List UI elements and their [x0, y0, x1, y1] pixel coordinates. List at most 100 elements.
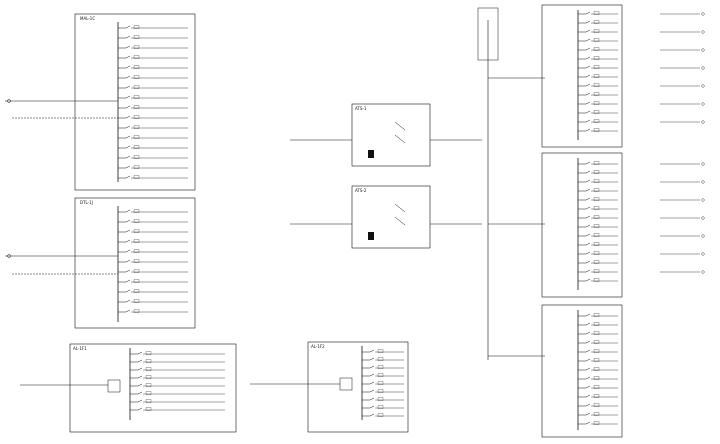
terminal-mark — [701, 30, 705, 34]
terminal-mark — [701, 162, 705, 166]
circuit-branch — [118, 105, 188, 109]
circuit-branch — [578, 260, 618, 264]
circuit-branch — [578, 412, 618, 416]
terminal-mark — [701, 180, 705, 184]
terminal-mark — [701, 120, 705, 124]
terminal-mark — [701, 216, 705, 220]
circuit-branch — [118, 175, 188, 179]
panel-bottom-mid: AL-1F2 — [250, 341, 409, 433]
circuit-branch — [130, 367, 225, 371]
circuit-branch — [578, 170, 618, 174]
circuit-branch — [362, 389, 404, 393]
outgoing-arrows — [660, 12, 705, 274]
circuit-branch — [578, 83, 618, 87]
circuit-branch — [578, 340, 618, 344]
circuit-branch — [118, 125, 188, 129]
circuit-branch — [118, 65, 188, 69]
circuit-branch — [578, 367, 618, 371]
terminal-mark — [701, 252, 705, 256]
panel-al2-title: DTL-1J — [80, 200, 93, 205]
panel-al2: DTL-1J — [74, 197, 196, 329]
circuit-branch — [362, 357, 404, 361]
circuit-branch — [578, 179, 618, 183]
circuit-branch — [118, 45, 188, 49]
circuit-branch — [578, 20, 618, 24]
circuit-branch — [130, 359, 225, 363]
circuit-branch — [118, 209, 188, 213]
terminal-mark — [701, 270, 705, 274]
circuit-branch — [578, 110, 618, 114]
circuit-branch — [578, 376, 618, 380]
panel-bottom-mid-title: AL-1F2 — [311, 344, 325, 349]
switch-lower-title: ATS-2 — [355, 188, 367, 193]
terminal-mark — [701, 234, 705, 238]
circuit-branch — [118, 239, 188, 243]
circuit-branch — [578, 101, 618, 105]
circuit-branch — [362, 405, 404, 409]
circuit-branch — [578, 215, 618, 219]
circuit-branch — [118, 115, 188, 119]
circuit-branch — [118, 269, 188, 273]
circuit-branch — [118, 229, 188, 233]
terminal-mark — [701, 12, 705, 16]
circuit-branch — [578, 128, 618, 132]
circuit-branch — [362, 381, 404, 385]
circuit-branch — [130, 399, 225, 403]
circuit-branch — [578, 56, 618, 60]
circuit-branch — [578, 161, 618, 165]
circuit-branch — [118, 75, 188, 79]
circuit-branch — [118, 95, 188, 99]
circuit-branch — [578, 322, 618, 326]
circuit-branch — [118, 155, 188, 159]
panel-bottom-left-title: AL-1F1 — [73, 346, 87, 351]
circuit-branch — [578, 206, 618, 210]
circuit-branch — [578, 29, 618, 33]
terminal-mark — [701, 66, 705, 70]
circuit-branch — [130, 391, 225, 395]
circuit-branch — [578, 313, 618, 317]
circuit-branch — [118, 35, 188, 39]
circuit-branch — [118, 145, 188, 149]
circuit-branch — [362, 373, 404, 377]
circuit-branch — [578, 403, 618, 407]
incoming-feeders-left — [5, 99, 118, 275]
circuit-branch — [578, 47, 618, 51]
circuit-branch — [118, 249, 188, 253]
circuit-branch — [578, 197, 618, 201]
circuit-branch — [362, 365, 404, 369]
circuit-branch — [118, 289, 188, 293]
circuit-branch — [578, 119, 618, 123]
circuit-branch — [362, 413, 404, 417]
circuit-branch — [118, 279, 188, 283]
circuit-branch — [118, 299, 188, 303]
circuit-branch — [578, 331, 618, 335]
circuit-branch — [118, 219, 188, 223]
circuit-branch — [130, 383, 225, 387]
circuit-branch — [578, 385, 618, 389]
circuit-branch — [578, 74, 618, 78]
switch-upper-title: ATS-1 — [355, 106, 367, 111]
terminal-mark — [701, 102, 705, 106]
circuit-branch — [362, 397, 404, 401]
circuit-branch — [362, 349, 404, 353]
panel-al1: MAL-1C — [74, 13, 196, 191]
circuit-branch — [578, 358, 618, 362]
switch-box-upper: ATS-1 — [290, 103, 482, 167]
circuit-branch — [578, 224, 618, 228]
main-bus-right — [477, 7, 545, 360]
terminal-mark — [701, 198, 705, 202]
circuit-branch — [578, 394, 618, 398]
terminal-mark — [701, 84, 705, 88]
circuit-branch — [578, 251, 618, 255]
circuit-branch — [578, 349, 618, 353]
circuit-branch — [578, 421, 618, 425]
panel-al1-title: MAL-1C — [80, 16, 95, 21]
panel-right-3 — [541, 304, 623, 438]
circuit-branch — [130, 375, 225, 379]
panel-right-2 — [541, 152, 623, 298]
circuit-branch — [130, 407, 225, 411]
panel-right-1 — [541, 4, 623, 148]
circuit-branch — [118, 85, 188, 89]
circuit-branch — [118, 55, 188, 59]
